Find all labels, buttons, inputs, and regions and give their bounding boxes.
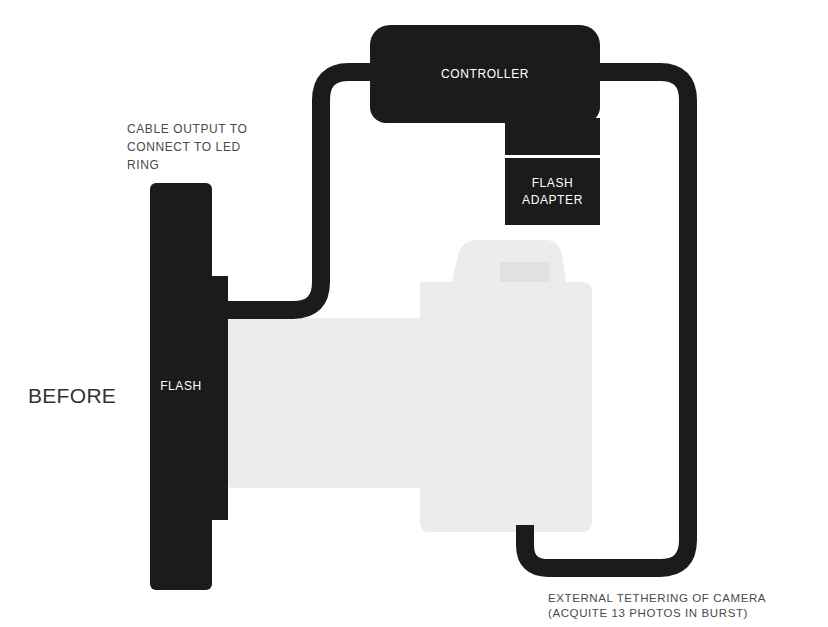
state-label: BEFORE bbox=[28, 380, 138, 412]
tether-cable bbox=[525, 72, 688, 568]
cable-connector bbox=[212, 72, 370, 310]
tether-note: EXTERNAL TETHERING OF CAMERA (ACQUITE 13… bbox=[548, 591, 803, 621]
node-label: FLASH ADAPTER bbox=[513, 175, 592, 207]
flash-box: FLASH bbox=[150, 183, 212, 590]
adapter-box: FLASH ADAPTER bbox=[505, 158, 600, 225]
cable-note: CABLE OUTPUT TO CONNECT TO LED RING bbox=[127, 120, 277, 174]
camera-silhouette bbox=[228, 240, 592, 532]
node-label: CONTROLLER bbox=[441, 66, 529, 82]
node-label: FLASH bbox=[160, 378, 202, 394]
controller-neck bbox=[505, 118, 600, 155]
controller-box: CONTROLLER bbox=[370, 25, 600, 123]
